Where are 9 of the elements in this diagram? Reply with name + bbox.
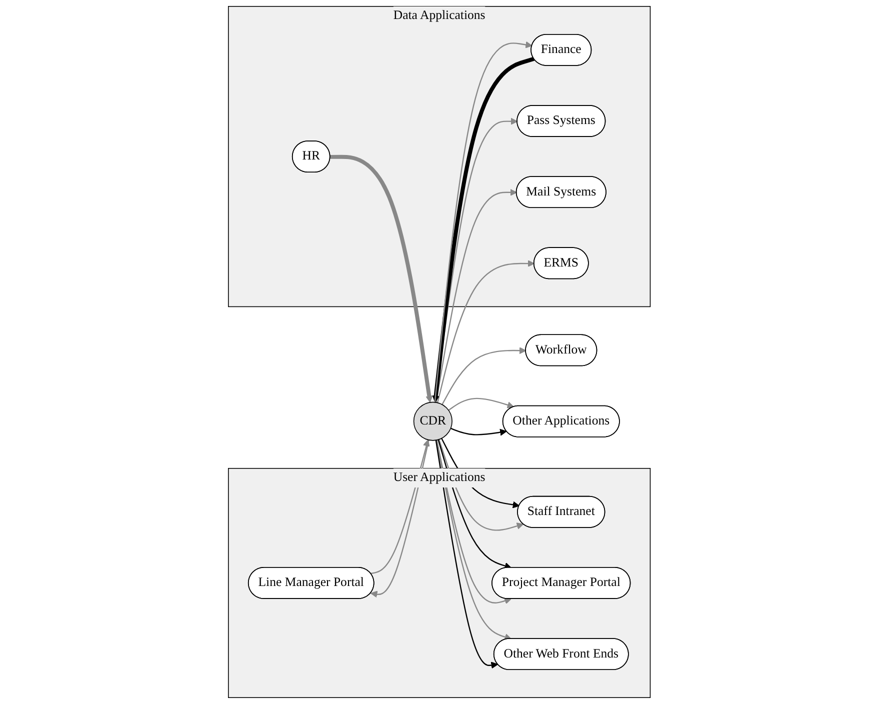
arrow (434, 118, 518, 402)
arrow (436, 440, 498, 669)
node-circle: CDR (414, 402, 453, 441)
arrow (448, 398, 514, 411)
arrow (450, 428, 508, 436)
arrow (436, 188, 518, 403)
arrow (330, 154, 433, 403)
arrow (442, 347, 526, 405)
arrow (437, 260, 535, 403)
